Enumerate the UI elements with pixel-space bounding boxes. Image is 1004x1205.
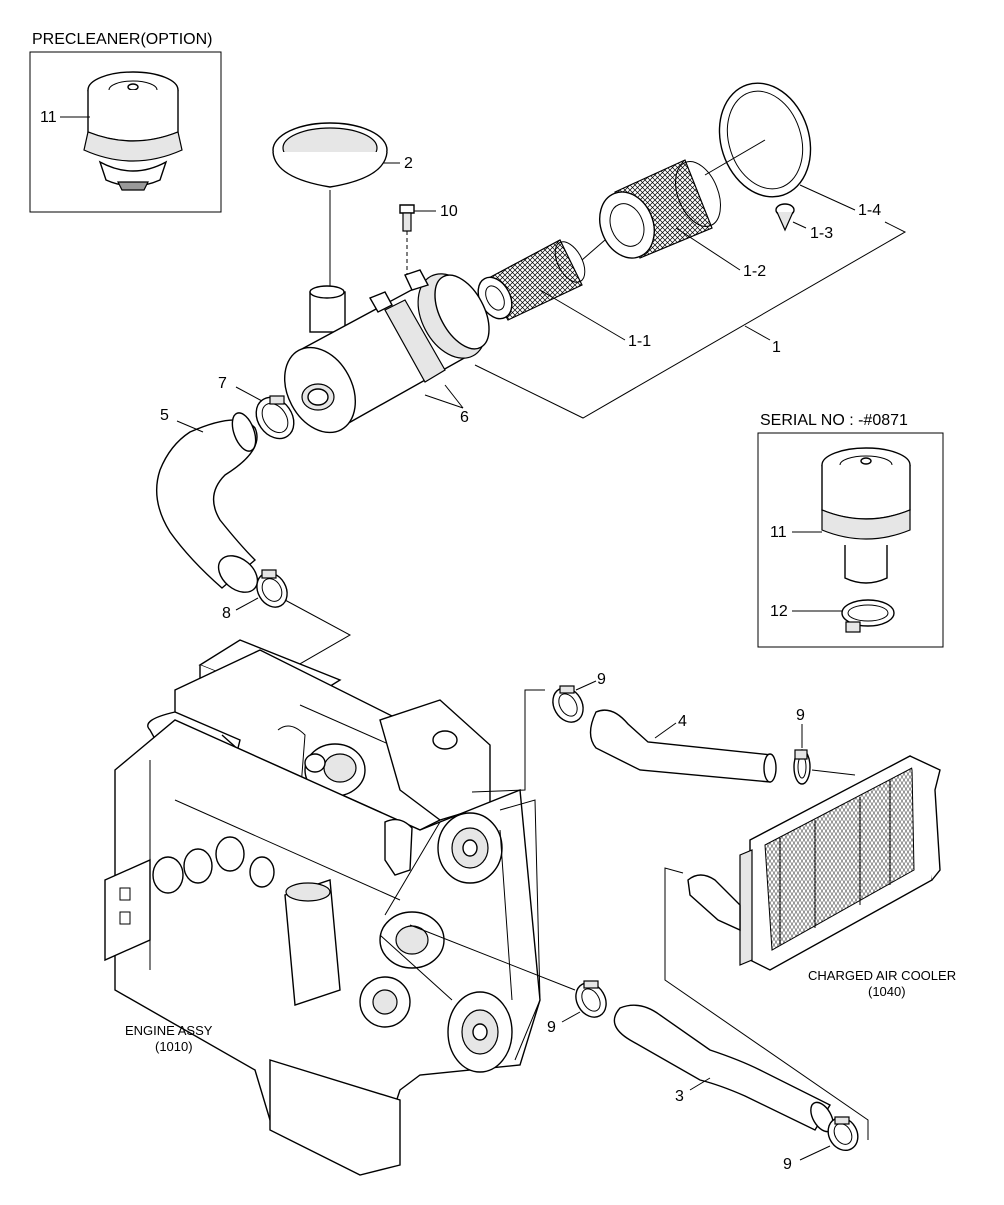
clamp-7	[255, 395, 295, 440]
callout-11-serial: 11	[770, 524, 787, 541]
serial-frame	[757, 432, 944, 648]
leader-3	[689, 1077, 711, 1091]
callout-9-bottom: 9	[783, 1156, 792, 1173]
outer-element-1-2	[599, 159, 721, 259]
leader-9-upper-left	[575, 680, 597, 691]
leader-8	[235, 597, 259, 611]
dust-valve-1-3	[775, 203, 795, 232]
charge-pipe-3	[613, 1004, 834, 1133]
bolt-10	[399, 204, 415, 275]
callout-1: 1	[772, 339, 781, 356]
callout-2: 2	[404, 155, 413, 172]
callout-1-2: 1-2	[743, 263, 766, 280]
callout-3: 3	[675, 1088, 684, 1105]
engine-assembly	[104, 639, 541, 1176]
leader-1-1	[539, 289, 626, 341]
callout-4: 4	[678, 713, 687, 730]
charged-air-cooler	[687, 755, 941, 971]
callout-1-3: 1-3	[810, 225, 833, 242]
leader-4	[654, 722, 677, 739]
cooler-code: (1040)	[868, 984, 906, 999]
leader-engine-to-lower-clamp	[409, 924, 576, 991]
leader-1-3	[792, 221, 807, 229]
serial-precleaner-11	[821, 447, 911, 584]
air-cleaner-body	[284, 269, 490, 434]
leader-1-4	[799, 184, 856, 211]
leader-1	[744, 325, 771, 341]
callout-11-precleaner: 11	[40, 109, 57, 126]
callout-10: 10	[440, 203, 458, 220]
serial-no-box: SERIAL NO : -#0871 11 12	[757, 412, 944, 648]
engine-assy-code: (1010)	[155, 1039, 193, 1054]
callout-7: 7	[218, 375, 227, 392]
callout-1-1: 1-1	[628, 333, 651, 350]
serial-clamp-12	[841, 599, 895, 633]
callout-5: 5	[160, 407, 169, 424]
engine-assy-name: ENGINE ASSY	[125, 1023, 213, 1038]
leader-9-bottom	[799, 1145, 831, 1161]
precleaner-frame	[29, 51, 222, 213]
precleaner-option-box: PRECLEANER(OPTION) 11	[29, 31, 222, 213]
end-cover-1-4	[704, 82, 812, 198]
leader-clamp-to-cooler	[811, 769, 856, 776]
callout-1-4: 1-4	[858, 202, 881, 219]
air-cleaner-cap-2	[272, 122, 388, 290]
callout-9-upper-left: 9	[597, 671, 606, 688]
leader-1-bracket	[474, 221, 907, 419]
leader-1-2	[675, 227, 741, 271]
leader-6b	[444, 384, 464, 409]
callout-9-upper-right: 9	[796, 707, 805, 724]
precleaner-part-11	[83, 71, 183, 191]
leader-6a	[424, 394, 464, 409]
clamp-9-bottom	[827, 1116, 859, 1152]
clamp-8	[256, 569, 288, 608]
leader-7	[235, 386, 263, 402]
intake-hose-5	[155, 412, 259, 593]
callout-9-lower-left: 9	[547, 1019, 556, 1036]
inner-element-1-1	[477, 239, 606, 321]
leader-5	[176, 420, 204, 433]
serial-no-title: SERIAL NO : -#0871	[760, 412, 908, 429]
cooler-name: CHARGED AIR COOLER	[808, 968, 956, 983]
leader-turbo-to-clamp	[471, 689, 545, 793]
clamp-9-upper-left	[552, 685, 584, 723]
leader-cooler-to-pipe	[664, 867, 869, 1140]
callout-8: 8	[222, 605, 231, 622]
callout-6: 6	[460, 409, 469, 426]
clamp-9-lower-left	[575, 980, 607, 1018]
clamp-9-upper-right	[793, 749, 811, 785]
callout-12: 12	[770, 603, 788, 620]
precleaner-option-title: PRECLEANER(OPTION)	[32, 31, 212, 48]
charge-pipe-4	[589, 709, 777, 783]
leader-9-lower-left	[561, 1011, 581, 1023]
